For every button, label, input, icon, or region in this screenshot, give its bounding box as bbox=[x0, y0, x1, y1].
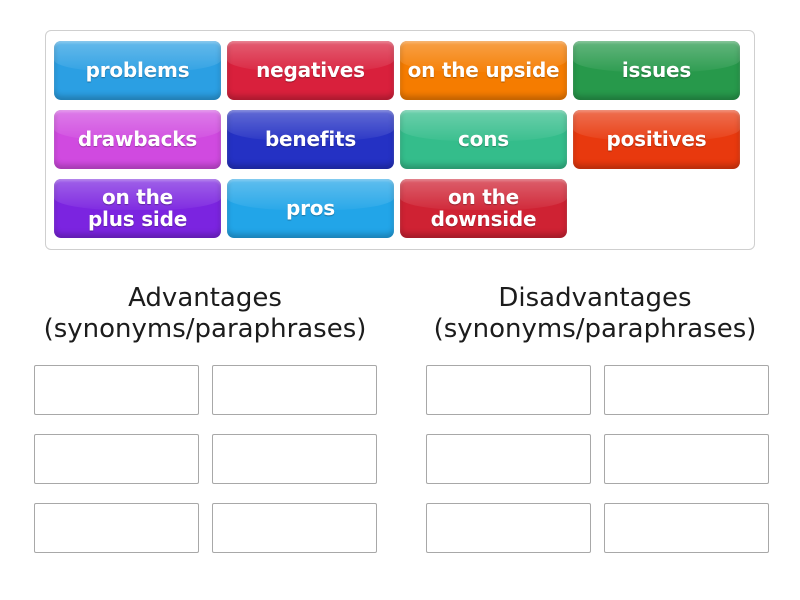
dropzone-disadvantages-4[interactable] bbox=[604, 434, 769, 484]
dropzone-disadvantages-2[interactable] bbox=[604, 365, 769, 415]
dropzone-advantages-2[interactable] bbox=[212, 365, 377, 415]
dropzone-disadvantages-1[interactable] bbox=[426, 365, 591, 415]
word-tile-positives[interactable]: positives bbox=[573, 110, 740, 169]
word-tile-label: on the upside bbox=[407, 57, 560, 82]
word-bank-container: problems negatives on the upside issues … bbox=[45, 30, 755, 250]
word-tile-label: drawbacks bbox=[77, 126, 198, 151]
word-tile-label: benefits bbox=[264, 126, 357, 151]
word-tile-benefits[interactable]: benefits bbox=[227, 110, 394, 169]
word-tile-drawbacks[interactable]: drawbacks bbox=[54, 110, 221, 169]
dropzone-advantages-4[interactable] bbox=[212, 434, 377, 484]
word-tile-empty-slot bbox=[573, 179, 740, 238]
word-tile-on-the-upside[interactable]: on the upside bbox=[400, 41, 567, 100]
dropzone-disadvantages-6[interactable] bbox=[604, 503, 769, 553]
word-tile-label: pros bbox=[285, 195, 336, 220]
word-tile-label: problems bbox=[85, 57, 190, 82]
column-heading-advantages: Advantages (synonyms/paraphrases) bbox=[43, 283, 367, 344]
dropzone-advantages-3[interactable] bbox=[34, 434, 199, 484]
word-tile-negatives[interactable]: negatives bbox=[227, 41, 394, 100]
word-tile-pros[interactable]: pros bbox=[227, 179, 394, 238]
word-tile-label: negatives bbox=[256, 57, 365, 82]
dropzone-disadvantages-3[interactable] bbox=[426, 434, 591, 484]
dropzone-group-disadvantages bbox=[426, 365, 782, 572]
dropzone-advantages-6[interactable] bbox=[212, 503, 377, 553]
word-tile-grid: problems negatives on the upside issues … bbox=[54, 41, 748, 248]
word-tile-on-the-plus-side[interactable]: on the plus side bbox=[54, 179, 221, 238]
word-tile-label: cons bbox=[458, 126, 509, 151]
word-tile-label: positives bbox=[606, 126, 707, 151]
dropzone-group-advantages bbox=[34, 365, 390, 572]
column-heading-disadvantages: Disadvantages (synonyms/paraphrases) bbox=[433, 283, 757, 344]
word-tile-label: issues bbox=[621, 57, 692, 82]
dropzone-advantages-1[interactable] bbox=[34, 365, 199, 415]
word-tile-label: on the downside bbox=[430, 184, 537, 231]
word-tile-problems[interactable]: problems bbox=[54, 41, 221, 100]
word-tile-issues[interactable]: issues bbox=[573, 41, 740, 100]
word-tile-on-the-downside[interactable]: on the downside bbox=[400, 179, 567, 238]
word-tile-label: on the plus side bbox=[87, 184, 188, 231]
dropzone-disadvantages-5[interactable] bbox=[426, 503, 591, 553]
word-tile-cons[interactable]: cons bbox=[400, 110, 567, 169]
dropzone-advantages-5[interactable] bbox=[34, 503, 199, 553]
